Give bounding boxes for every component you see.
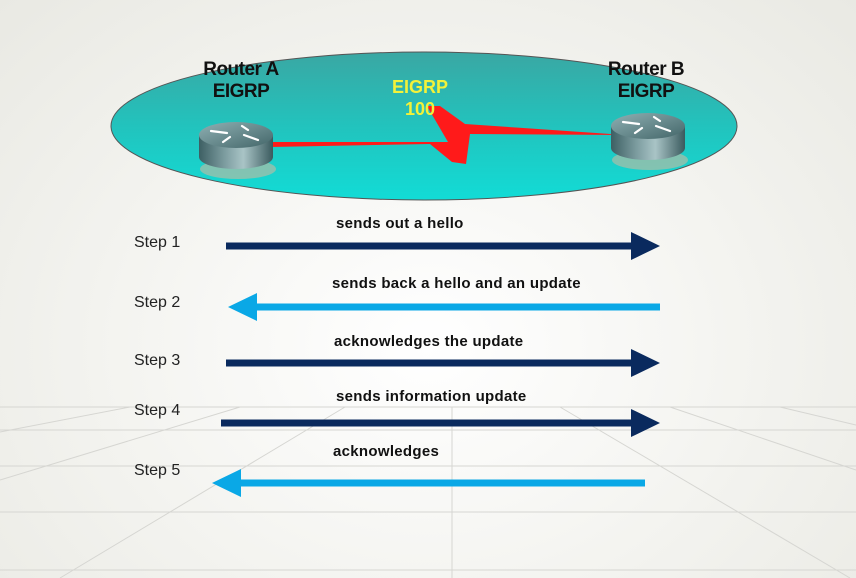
router-a-icon <box>199 122 276 179</box>
router-b-protocol: EIGRP <box>617 81 675 102</box>
step-2-message: sends back a hello and an update <box>332 275 581 292</box>
step-3-label: Step 3 <box>134 352 181 369</box>
step-5-message: acknowledges <box>333 443 440 460</box>
step-5-arrow <box>212 469 645 497</box>
router-a-protocol: EIGRP <box>212 81 270 102</box>
background-grid <box>0 406 856 578</box>
router-a-label: Router A EIGRP <box>185 59 297 103</box>
router-b-icon <box>611 113 688 170</box>
step-2-arrow <box>228 293 660 321</box>
serial-link-icon <box>270 106 625 164</box>
step-1-message: sends out a hello <box>336 215 464 232</box>
as-label: EIGRP 100 <box>370 76 470 120</box>
step-1-arrow <box>226 232 660 260</box>
step-arrows <box>212 232 660 497</box>
router-a-name: Router A <box>203 59 279 80</box>
step-3-message: acknowledges the update <box>334 333 524 350</box>
step-5-label: Step 5 <box>134 462 181 479</box>
router-b-name: Router B <box>607 59 685 80</box>
router-b-label: Router B EIGRP <box>590 59 702 103</box>
as-protocol: EIGRP <box>391 77 448 97</box>
step-1-label: Step 1 <box>134 234 181 251</box>
step-3-arrow <box>226 349 660 377</box>
step-4-arrow <box>221 409 660 437</box>
step-4-message: sends information update <box>336 388 527 405</box>
step-4-label: Step 4 <box>134 402 181 419</box>
step-2-label: Step 2 <box>134 294 181 311</box>
as-number: 100 <box>404 99 436 119</box>
